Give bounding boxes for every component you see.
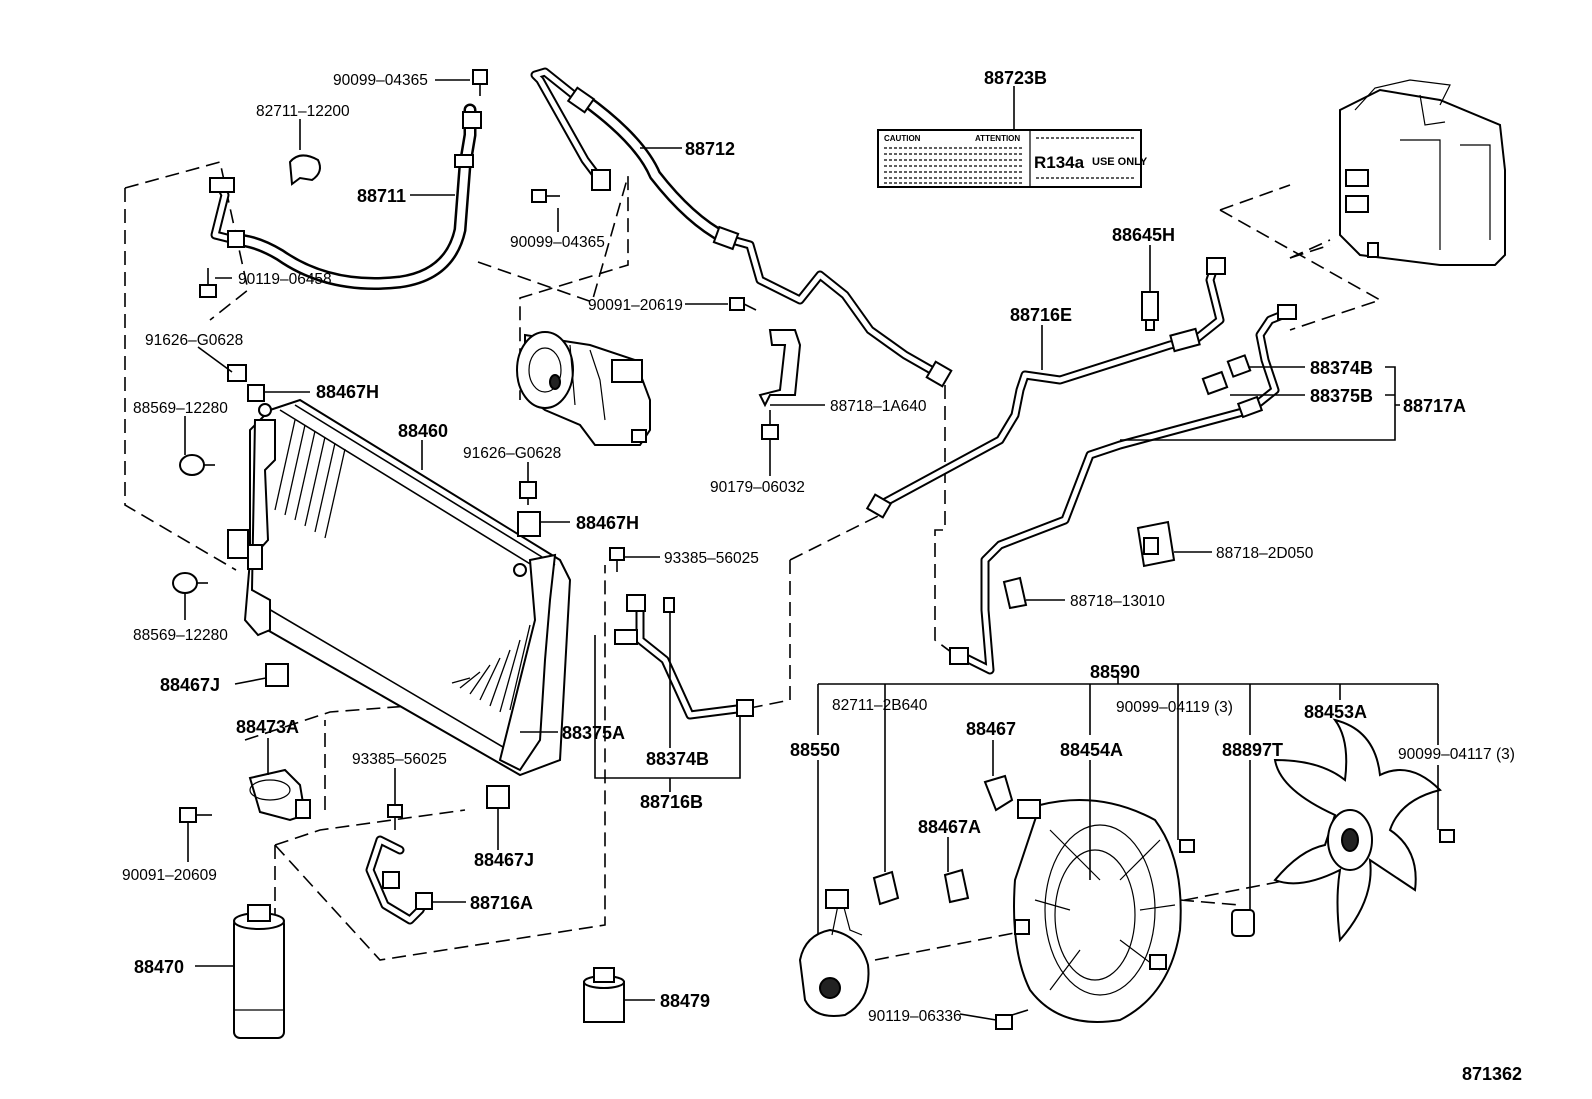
label-88467H-top: 88467H: [316, 382, 379, 402]
label-90099-04117: 90099–04117 (3): [1398, 746, 1515, 763]
suction-hose-88712: [530, 67, 953, 388]
fan-assembly-88590: [798, 672, 1455, 1030]
clamp-82711-12200: [288, 154, 321, 186]
label-88716A: 88716A: [470, 893, 533, 913]
bracket-88718-1A640: [758, 329, 802, 408]
label-90179-06032: 90179–06032: [710, 479, 805, 496]
label-88717A: 88717A: [1403, 396, 1466, 416]
label-88569-12280-top: 88569–12280: [133, 400, 228, 417]
label-88716B: 88716B: [640, 792, 703, 812]
label-88550: 88550: [790, 740, 840, 760]
label-88467H-mid: 88467H: [576, 513, 639, 533]
label-88460: 88460: [398, 421, 448, 441]
label-90091-20609: 90091–20609: [122, 867, 217, 884]
evaporator-case: [1339, 79, 1506, 266]
sticker-refrigerant-type: R134a: [1034, 153, 1085, 172]
leader-lines: [184, 79, 1400, 1021]
sticker-heading-attention: ATTENTION: [975, 134, 1020, 143]
label-88375A: 88375A: [562, 723, 625, 743]
bracket-88473A: [248, 768, 311, 822]
fasteners: [172, 69, 1252, 830]
label-88375B: 88375B: [1310, 386, 1373, 406]
label-88712: 88712: [685, 139, 735, 159]
diagram-number: 871362: [1462, 1064, 1522, 1084]
label-90099-04365-top: 90099–04365: [333, 72, 428, 89]
label-91626-G0628-left: 91626–G0628: [145, 332, 243, 349]
label-93385-56025-top: 93385–56025: [664, 550, 759, 567]
pipe-88716A: [365, 835, 433, 925]
label-88374B-mid: 88374B: [646, 749, 709, 769]
liquid-pipe-88717A: [949, 304, 1297, 675]
label-88479: 88479: [660, 991, 710, 1011]
label-88467J-mid: 88467J: [474, 850, 534, 870]
refrigerant-label-sticker: CAUTION ATTENTION R134a USE ONLY: [877, 86, 1148, 188]
label-88645H: 88645H: [1112, 225, 1175, 245]
sticker-use-only: USE ONLY: [1092, 156, 1148, 168]
label-88473A: 88473A: [236, 717, 299, 737]
label-88897T: 88897T: [1222, 740, 1283, 760]
label-88453A: 88453A: [1304, 702, 1367, 722]
label-82711-2B640: 82711–2B640: [832, 697, 928, 714]
label-90091-20619: 90091–20619: [588, 297, 683, 314]
compressor: [516, 331, 651, 446]
label-88723B: 88723B: [984, 68, 1047, 88]
label-93385-56025-bot: 93385–56025: [352, 751, 447, 768]
label-88467J-left: 88467J: [160, 675, 220, 695]
label-88569-12280-bot: 88569–12280: [133, 627, 228, 644]
cap-88479: [583, 967, 625, 1023]
label-90119-06458: 90119–06458: [238, 271, 332, 288]
label-90099-04119: 90099–04119 (3): [1116, 699, 1233, 716]
label-88718-2D050: 88718–2D050: [1216, 545, 1314, 562]
part-labels: 88723B 90099–04365 82711–12200 88711 901…: [122, 68, 1522, 1084]
label-82711-12200: 82711–12200: [256, 103, 350, 120]
label-88590: 88590: [1090, 662, 1140, 682]
label-88711: 88711: [357, 186, 406, 206]
label-88716E: 88716E: [1010, 305, 1072, 325]
pipe-88716B: [614, 594, 754, 720]
label-90119-06336: 90119–06336: [868, 1008, 962, 1025]
label-88470: 88470: [134, 957, 184, 977]
liquid-pipe-88716E: [865, 257, 1226, 519]
label-88467: 88467: [966, 719, 1016, 739]
sticker-heading-caution: CAUTION: [884, 134, 921, 143]
label-88374B-right: 88374B: [1310, 358, 1373, 378]
label-91626-G0628-mid: 91626–G0628: [463, 445, 561, 462]
label-88718-13010: 88718–13010: [1070, 593, 1165, 610]
label-88467A: 88467A: [918, 817, 981, 837]
receiver-dryer-88470: [233, 904, 285, 1039]
label-88454A: 88454A: [1060, 740, 1123, 760]
label-90099-04365-mid: 90099–04365: [510, 234, 605, 251]
condenser-88460: [227, 398, 572, 777]
label-88718-1A640: 88718–1A640: [830, 398, 927, 415]
discharge-hose-88711: [209, 103, 482, 290]
